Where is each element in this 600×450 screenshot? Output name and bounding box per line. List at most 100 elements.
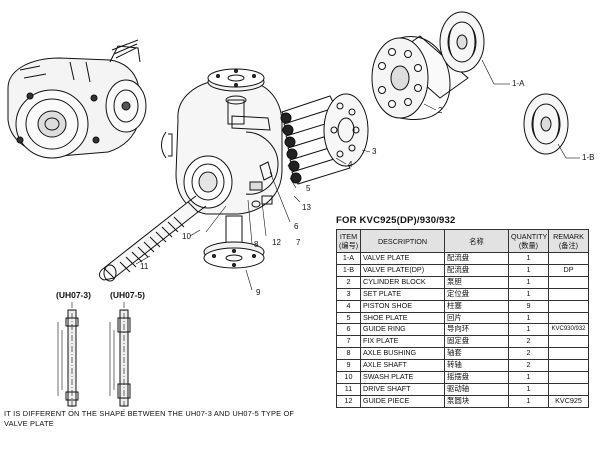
leader-lines xyxy=(135,59,580,291)
cell-item: 5 xyxy=(336,311,361,325)
cell-quantity: 9 xyxy=(508,299,549,313)
table-header-row: ITEM(编号) DESCRIPTION 名称 QUANTITY(数量) REM… xyxy=(336,229,589,253)
parts-table: ITEM(编号) DESCRIPTION 名称 QUANTITY(数量) REM… xyxy=(336,229,589,408)
callout-9: 9 xyxy=(256,288,261,297)
drive-shaft xyxy=(99,195,207,282)
cell-name-cn: 配流盘 xyxy=(444,263,509,277)
callout-13: 13 xyxy=(302,203,311,212)
set-plate xyxy=(323,93,369,167)
cell-quantity: 1 xyxy=(508,263,549,277)
cell-quantity: 2 xyxy=(508,359,549,373)
callout-2: 2 xyxy=(438,106,443,115)
cell-quantity: 2 xyxy=(508,347,549,361)
cell-item: 1-A xyxy=(336,252,361,265)
uh07-3-label: (UH07-3) xyxy=(56,290,91,300)
callout-12: 12 xyxy=(272,238,281,247)
piston-shoes xyxy=(280,95,351,185)
callout-11: 11 xyxy=(140,262,149,271)
parts-table-title: FOR KVC925(DP)/930/932 xyxy=(336,215,456,226)
cell-name-cn: 轴套 xyxy=(444,347,509,361)
header-description: DESCRIPTION xyxy=(360,229,445,253)
valve-plate-sections xyxy=(57,302,131,412)
cell-description: SET PLATE xyxy=(360,287,445,301)
valve-plate-note: IT IS DIFFERENT ON THE SHAPE BETWEEN THE… xyxy=(4,409,295,428)
cell-item: 11 xyxy=(336,382,361,396)
header-name-cn: 名称 xyxy=(444,229,509,253)
cell-name-cn: 泵圆块 xyxy=(444,394,509,408)
cell-description: GUIDE PIECE xyxy=(360,394,445,408)
callout-1b: 1-B xyxy=(582,153,595,162)
cylinder-block xyxy=(371,35,469,120)
cell-item: 12 xyxy=(336,394,361,408)
callout-6: 6 xyxy=(294,222,299,231)
cell-remark xyxy=(548,275,589,289)
cell-name-cn: 回片 xyxy=(444,311,509,325)
cell-remark xyxy=(548,252,589,265)
cell-item: 7 xyxy=(336,335,361,349)
header-quantity: QUANTITY(数量) xyxy=(508,229,549,253)
cell-name-cn: 泵胆 xyxy=(444,275,509,289)
header-item: ITEM(编号) xyxy=(336,229,361,253)
callout-3: 3 xyxy=(372,147,377,156)
cell-description: CYLINDER BLOCK xyxy=(360,275,445,289)
callout-10: 10 xyxy=(182,232,191,241)
cell-quantity: 1 xyxy=(508,323,549,337)
cell-item: 9 xyxy=(336,359,361,373)
cell-quantity: 1 xyxy=(508,311,549,325)
cell-remark: KVC930/932 xyxy=(548,323,589,337)
cell-description: AXLE SHAFT xyxy=(360,359,445,373)
cell-item: 3 xyxy=(336,287,361,301)
swash-plate-housing xyxy=(161,68,296,269)
cell-item: 6 xyxy=(336,323,361,337)
header-remark: REMARK(备注) xyxy=(548,229,589,253)
cell-remark xyxy=(548,335,589,349)
assembled-pump-illustration xyxy=(7,39,147,159)
callout-7: 7 xyxy=(296,238,301,247)
callout-8: 8 xyxy=(254,240,259,249)
cell-description: SHOE PLATE xyxy=(360,311,445,325)
cell-name-cn: 柱塞 xyxy=(444,299,509,313)
cell-quantity: 1 xyxy=(508,394,549,408)
cell-quantity: 1 xyxy=(508,287,549,301)
cell-description: PISTON SHOE xyxy=(360,299,445,313)
cell-remark: KVC925 xyxy=(548,394,589,408)
cell-description: VALVE PLATE(DP) xyxy=(360,263,445,277)
cell-description: SWASH PLATE xyxy=(360,371,445,384)
cell-remark xyxy=(548,382,589,396)
callout-4: 4 xyxy=(348,160,353,169)
cell-quantity: 1 xyxy=(508,382,549,396)
cell-remark xyxy=(548,371,589,384)
valve-plate-1a xyxy=(439,11,485,73)
cell-description: FIX PLATE xyxy=(360,335,445,349)
cell-item: 4 xyxy=(336,299,361,313)
cell-name-cn: 驱动轴 xyxy=(444,382,509,396)
small-parts xyxy=(249,161,273,208)
cell-item: 10 xyxy=(336,371,361,384)
cell-quantity: 1 xyxy=(508,252,549,265)
cell-remark xyxy=(548,311,589,325)
cell-description: DRIVE SHAFT xyxy=(360,382,445,396)
cell-name-cn: 转轴 xyxy=(444,359,509,373)
callout-1a: 1-A xyxy=(512,79,525,88)
cell-item: 1-B xyxy=(336,263,361,277)
cell-remark xyxy=(548,299,589,313)
cell-remark xyxy=(548,287,589,301)
uh07-5-label: (UH07-5) xyxy=(110,290,145,300)
cell-description: AXLE BUSHING xyxy=(360,347,445,361)
cell-description: VALVE PLATE xyxy=(360,252,445,265)
cell-quantity: 2 xyxy=(508,335,549,349)
